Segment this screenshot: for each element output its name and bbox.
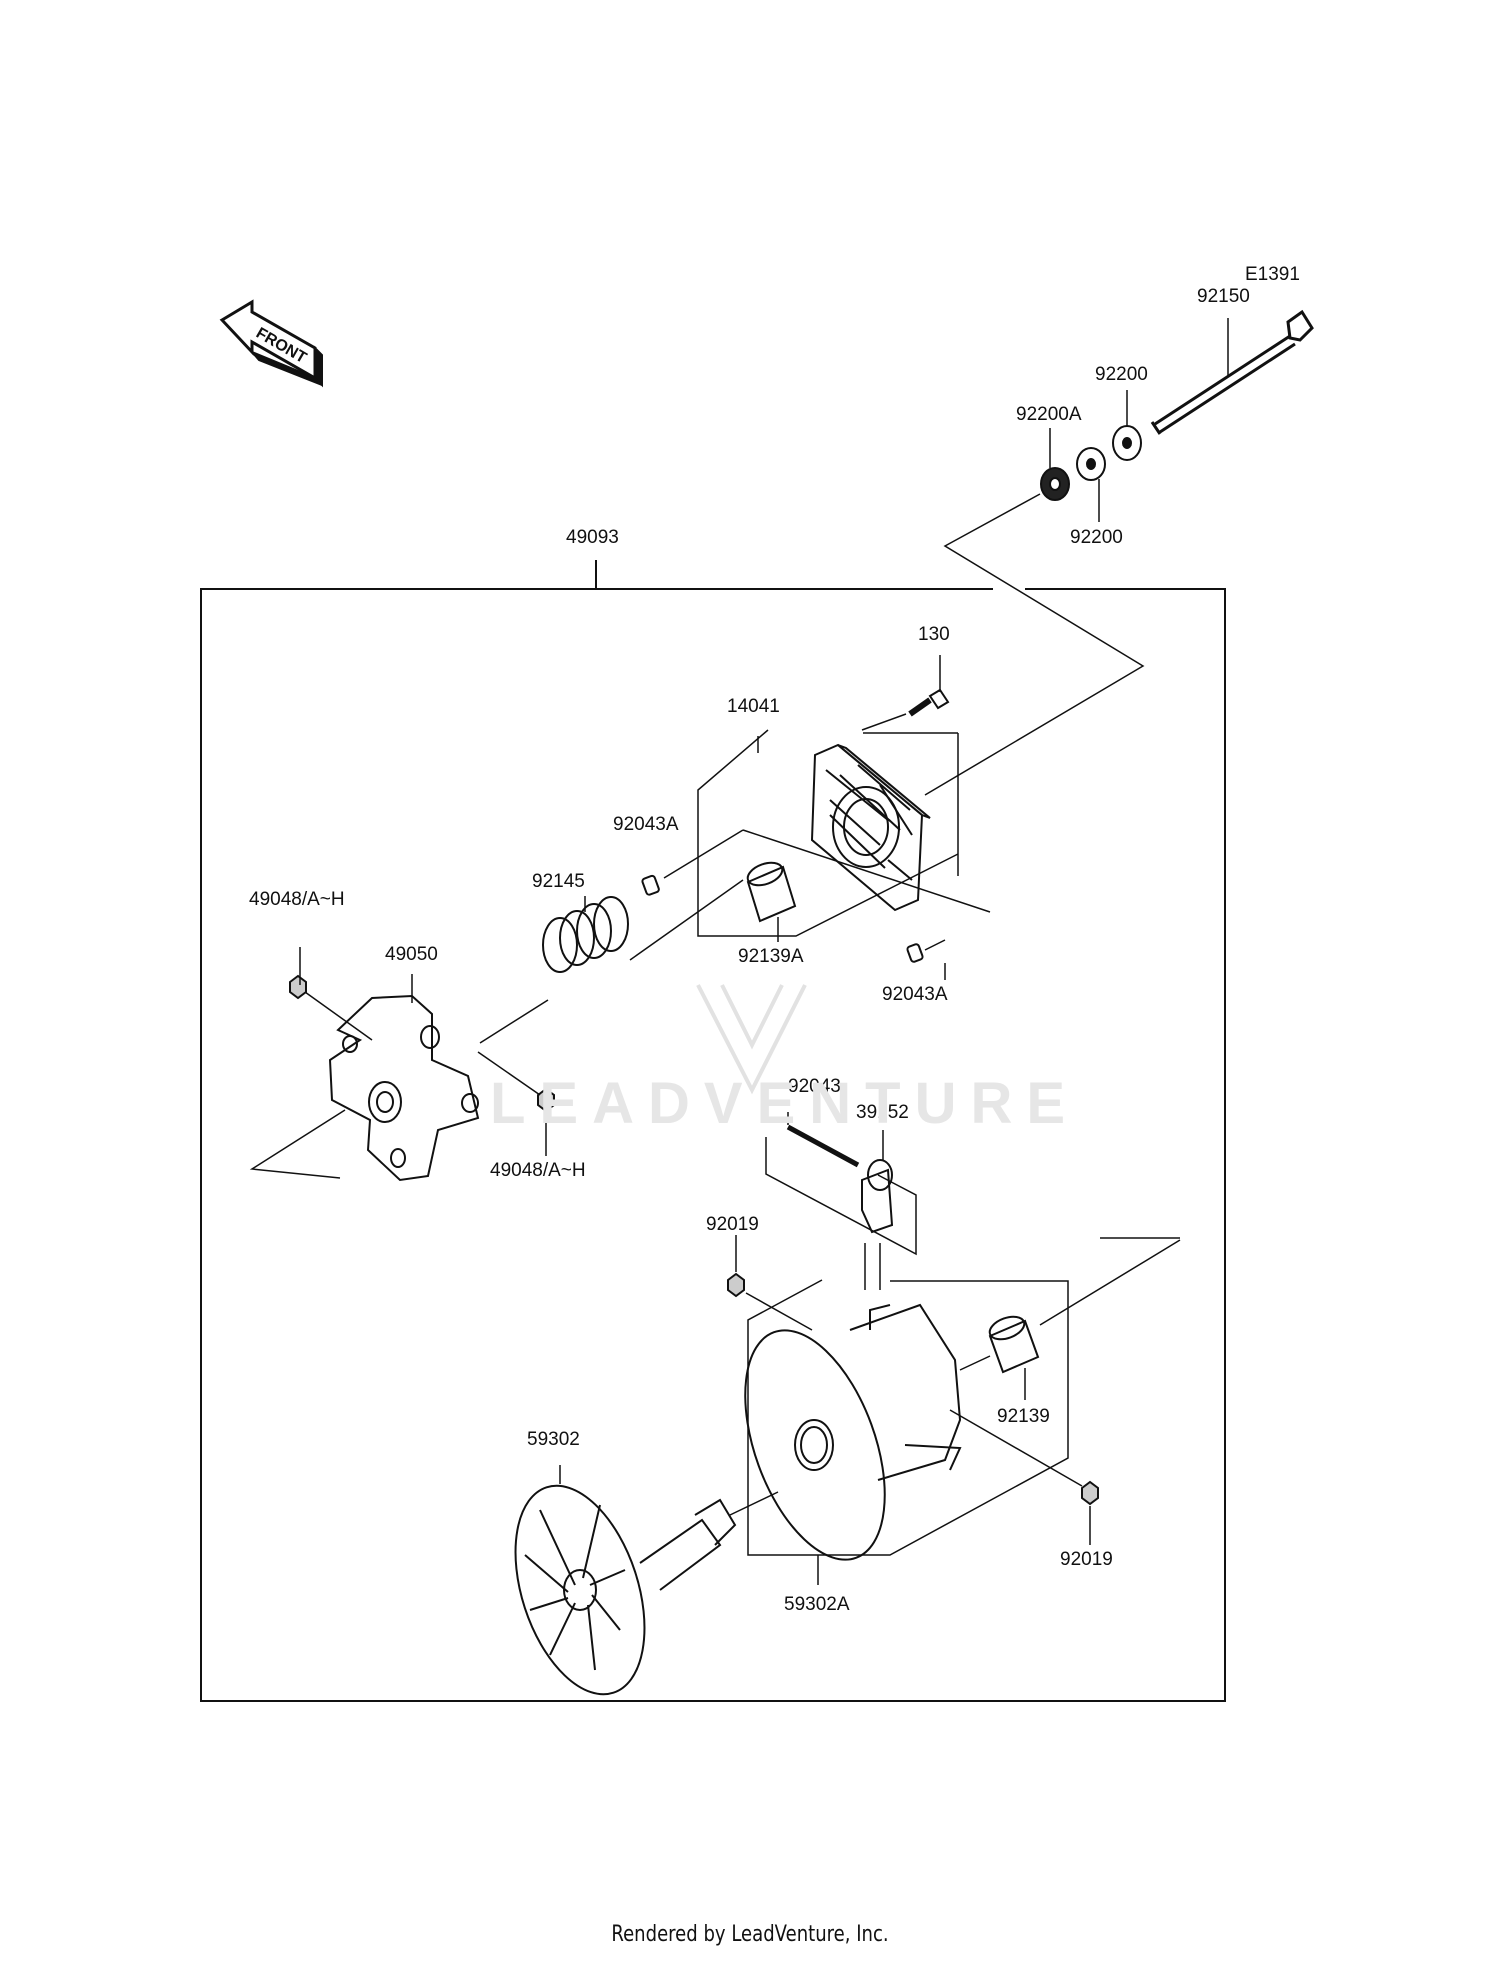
washer-92200-1 [1112,390,1142,461]
assembly-frame [200,588,1226,1702]
label-49048-top: 49048/A~H [249,889,345,910]
label-92043: 92043 [788,1076,841,1097]
label-92200A: 92200A [1016,404,1082,425]
label-130: 130 [918,624,950,645]
label-92145: 92145 [532,871,585,892]
front-arrow-icon [219,299,323,388]
label-59302: 59302 [527,1429,580,1450]
pin-92043A-left [641,829,991,913]
bolt-130 [861,655,950,731]
label-92019-bottom: 92019 [1060,1549,1113,1570]
label-92139: 92139 [997,1406,1050,1427]
watermark-logo-icon [696,984,807,1095]
label-92139A: 92139A [738,946,804,967]
nut-49048-top [289,947,373,1041]
label-92043A-right: 92043A [882,984,948,1005]
label-14041: 14041 [727,696,780,717]
bolt-92150 [1150,309,1314,435]
diagram-code: E1391 [1245,264,1300,285]
label-49048-bottom: 49048/A~H [490,1160,586,1181]
label-92019-top: 92019 [706,1214,759,1235]
watermark: LEADVENTURE [490,1071,1080,1136]
spring-92145 [479,896,629,1044]
washer-92200A [1040,428,1070,501]
nut-92019-bottom [949,1409,1099,1545]
pin-92043A-right [906,939,946,980]
pin-92043 [786,1112,860,1168]
label-92043A-left: 92043A [613,814,679,835]
label-49093: 49093 [566,527,619,548]
fixed-sheave-59302 [514,1465,779,1696]
nut-49048-bottom [477,1051,555,1156]
label-92150: 92150 [1197,286,1250,307]
movable-sheave-59302A [744,1303,962,1585]
nut-92019-top [727,1235,813,1331]
spider-49050 [249,974,480,1182]
washer-92200-2 [1076,447,1106,522]
label-59302A: 59302A [784,1594,850,1615]
label-92200-bottom: 92200 [1070,527,1123,548]
bushing-92139 [959,1239,1181,1400]
label-39152: 39152 [856,1102,909,1123]
label-92200-top: 92200 [1095,364,1148,385]
footer-credit: Rendered by LeadVenture, Inc. [611,1922,889,1947]
cover-14041 [810,743,931,912]
label-49050: 49050 [385,944,438,965]
roller-39152 [861,1130,894,1290]
bushing-92139A [629,861,797,961]
